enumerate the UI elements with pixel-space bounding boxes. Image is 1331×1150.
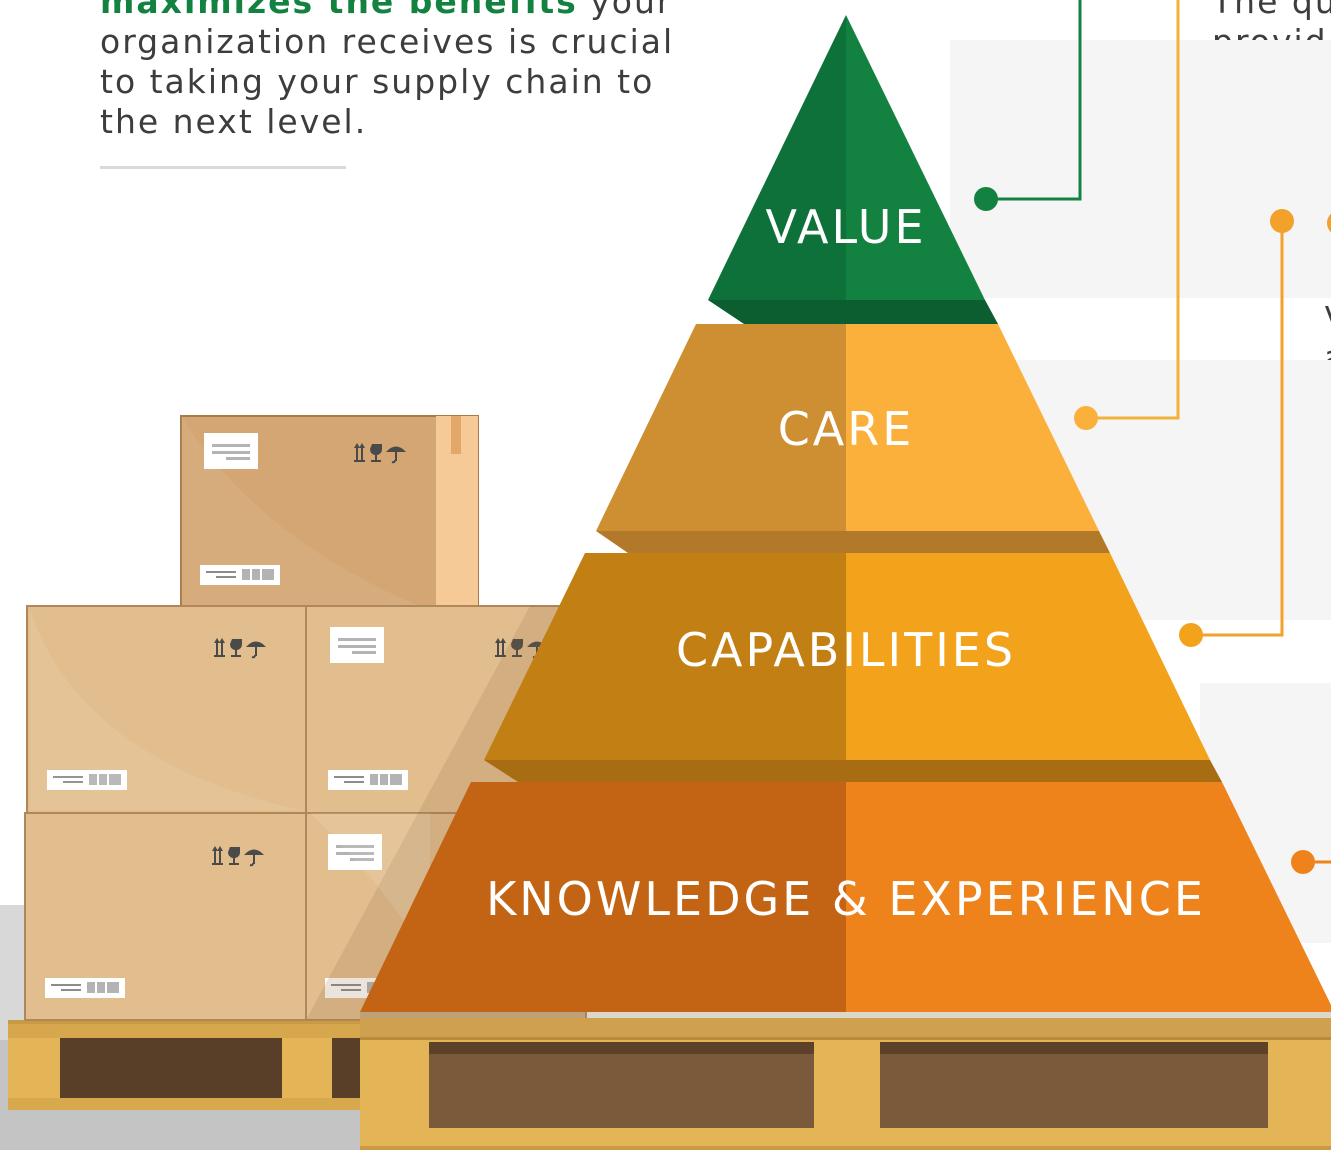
care-connector xyxy=(1086,0,1180,420)
divider xyxy=(100,166,346,169)
care-text-dot xyxy=(1270,209,1294,233)
pyramid: VALUE CARE CAPABILITIES KNOWLEDGE & EXPE… xyxy=(360,15,1331,1012)
level-label-knowledge: KNOWLEDGE & EXPERIENCE xyxy=(486,872,1206,926)
care-description-line: a xyxy=(1324,335,1331,380)
care-description-line: v xyxy=(1324,290,1331,335)
value-connector xyxy=(986,0,1082,201)
intro-highlight: maximizes the benefits xyxy=(100,0,578,21)
knowledge-connector-dot xyxy=(1291,850,1315,874)
barcode-icon xyxy=(328,770,408,790)
barcode-icon xyxy=(45,978,125,998)
level-label-value: VALUE xyxy=(765,200,926,254)
capabilities-connector xyxy=(1191,221,1284,637)
barcode-icon xyxy=(200,565,280,585)
connector-lines xyxy=(986,0,1331,864)
care-connector-dot xyxy=(1074,406,1098,430)
intro-paragraph: maximizes the benefits your organization… xyxy=(100,0,700,142)
value-connector-dot xyxy=(974,187,998,211)
value-description-line: The qu xyxy=(1212,0,1331,21)
level-label-capabilities: CAPABILITIES xyxy=(676,623,1016,677)
value-panel xyxy=(950,40,1331,298)
pyramid-level-capabilities: CAPABILITIES xyxy=(484,553,1222,782)
pyramid-level-value: VALUE xyxy=(708,15,998,324)
shipping-label-icon xyxy=(204,433,258,469)
capabilities-connector-dot xyxy=(1179,623,1203,647)
pallet-front xyxy=(360,1012,1331,1150)
shipping-label-icon xyxy=(330,627,384,663)
pyramid-level-care: CARE xyxy=(596,324,1110,553)
pyramid-level-knowledge: KNOWLEDGE & EXPERIENCE xyxy=(360,782,1331,1012)
pallet-left xyxy=(8,1020,368,1110)
intro-text: your organization receives is crucial to… xyxy=(100,0,675,141)
level-label-care: CARE xyxy=(778,402,915,456)
